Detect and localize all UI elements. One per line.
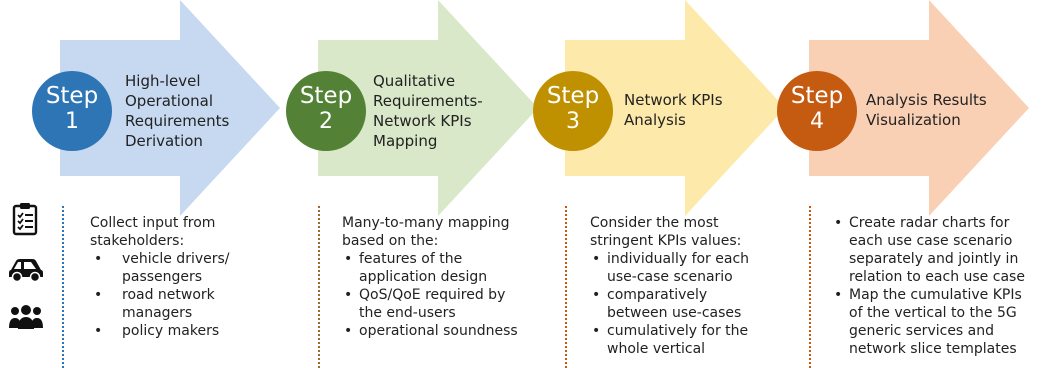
- clipboard-checklist-icon: [12, 203, 38, 236]
- step-2-arrow: [318, 0, 538, 216]
- people-group-icon: [9, 305, 43, 329]
- step-2-circle: Step 2: [286, 71, 366, 151]
- step-4-title: Analysis Results Visualization: [866, 91, 987, 129]
- step-2-description: Many-to-many mapping based on the: featu…: [342, 214, 542, 340]
- list-item: vehicle drivers/passengers: [90, 250, 280, 286]
- step-1-arrow: [60, 0, 280, 216]
- step-3-number: 3: [566, 109, 580, 135]
- step-3-circle: Step 3: [533, 71, 613, 151]
- step-1-number: 1: [65, 109, 79, 135]
- car-icon: [9, 259, 43, 282]
- step-2-divider: [318, 206, 320, 368]
- step-4-word: Step: [790, 83, 844, 109]
- step-4-divider: [809, 206, 811, 368]
- step-1-circle: Step 1: [32, 71, 112, 151]
- step-4-circle: Step 4: [777, 71, 857, 151]
- step-2-title: Qualitative Requirements- Network KPIs M…: [373, 72, 483, 150]
- step-3-word: Step: [546, 83, 600, 109]
- step-1-divider: [62, 206, 64, 368]
- step-2-word: Step: [299, 83, 353, 109]
- list-item: operational soundness: [342, 322, 542, 340]
- step-1-word: Step: [45, 83, 99, 109]
- list-item: policy makers: [90, 322, 280, 340]
- step-4-arrow: [809, 0, 1029, 216]
- step-2-number: 2: [319, 109, 333, 135]
- step-3-description: Consider the most stringent KPIs values:…: [590, 214, 790, 358]
- step-3-title: Network KPIs Analysis: [624, 91, 723, 129]
- step-4-number: 4: [810, 109, 824, 135]
- step-1-description: Collect input from stakeholders: vehicle…: [90, 214, 280, 340]
- step-1-title: High-level Operational Requirements Deri…: [125, 72, 230, 150]
- step-3-divider: [565, 206, 567, 368]
- step-3-arrow: [565, 0, 785, 216]
